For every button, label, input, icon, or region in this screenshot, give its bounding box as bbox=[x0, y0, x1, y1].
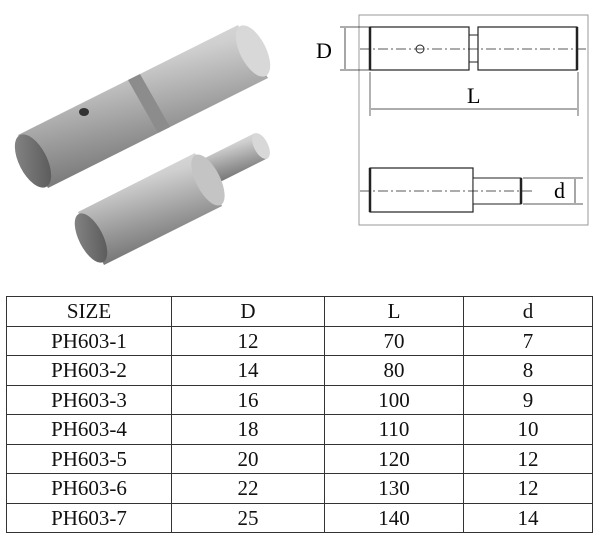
table-cell: PH603-1 bbox=[6, 325, 172, 356]
table-cell: PH603-3 bbox=[6, 384, 172, 415]
table-cell: 22 bbox=[171, 473, 325, 504]
dimension-label-L: L bbox=[467, 83, 480, 108]
product-illustration: D L d bbox=[14, 14, 589, 265]
table-cell: 9 bbox=[463, 384, 593, 415]
table-cell: 140 bbox=[324, 502, 464, 533]
table-cell: PH603-5 bbox=[6, 443, 172, 474]
table-cell: 80 bbox=[324, 355, 464, 386]
table-cell: 70 bbox=[324, 325, 464, 356]
hinge-pin-3d-lower bbox=[74, 133, 270, 265]
table-cell: 7 bbox=[463, 325, 593, 356]
dimension-label-D: D bbox=[316, 38, 332, 63]
table-cell: 8 bbox=[463, 355, 593, 386]
table-cell: 100 bbox=[324, 384, 464, 415]
technical-drawing bbox=[340, 14, 589, 226]
table-cell: 130 bbox=[324, 473, 464, 504]
table-cell: PH603-6 bbox=[6, 473, 172, 504]
table-cell: PH603-2 bbox=[6, 355, 172, 386]
table-cell: 25 bbox=[171, 502, 325, 533]
table-cell: 18 bbox=[171, 414, 325, 445]
table-cell: 20 bbox=[171, 443, 325, 474]
table-cell: 14 bbox=[171, 355, 325, 386]
table-header-row: SIZE D L d bbox=[6, 296, 593, 327]
header-size: SIZE bbox=[6, 296, 172, 327]
table-cell: 110 bbox=[324, 414, 464, 445]
table-cell: 120 bbox=[324, 443, 464, 474]
header-L: L bbox=[324, 296, 464, 327]
table-cell: PH603-4 bbox=[6, 414, 172, 445]
header-D: D bbox=[171, 296, 325, 327]
table-cell: 14 bbox=[463, 502, 593, 533]
table-cell: 12 bbox=[463, 443, 593, 474]
table-cell: 12 bbox=[171, 325, 325, 356]
table-cell: 10 bbox=[463, 414, 593, 445]
table-cell: 16 bbox=[171, 384, 325, 415]
header-d: d bbox=[463, 296, 593, 327]
table-cell: PH603-7 bbox=[6, 502, 172, 533]
hinge-pin-3d-upper bbox=[14, 25, 271, 188]
table-cell: 12 bbox=[463, 473, 593, 504]
dimension-label-d: d bbox=[554, 178, 565, 203]
